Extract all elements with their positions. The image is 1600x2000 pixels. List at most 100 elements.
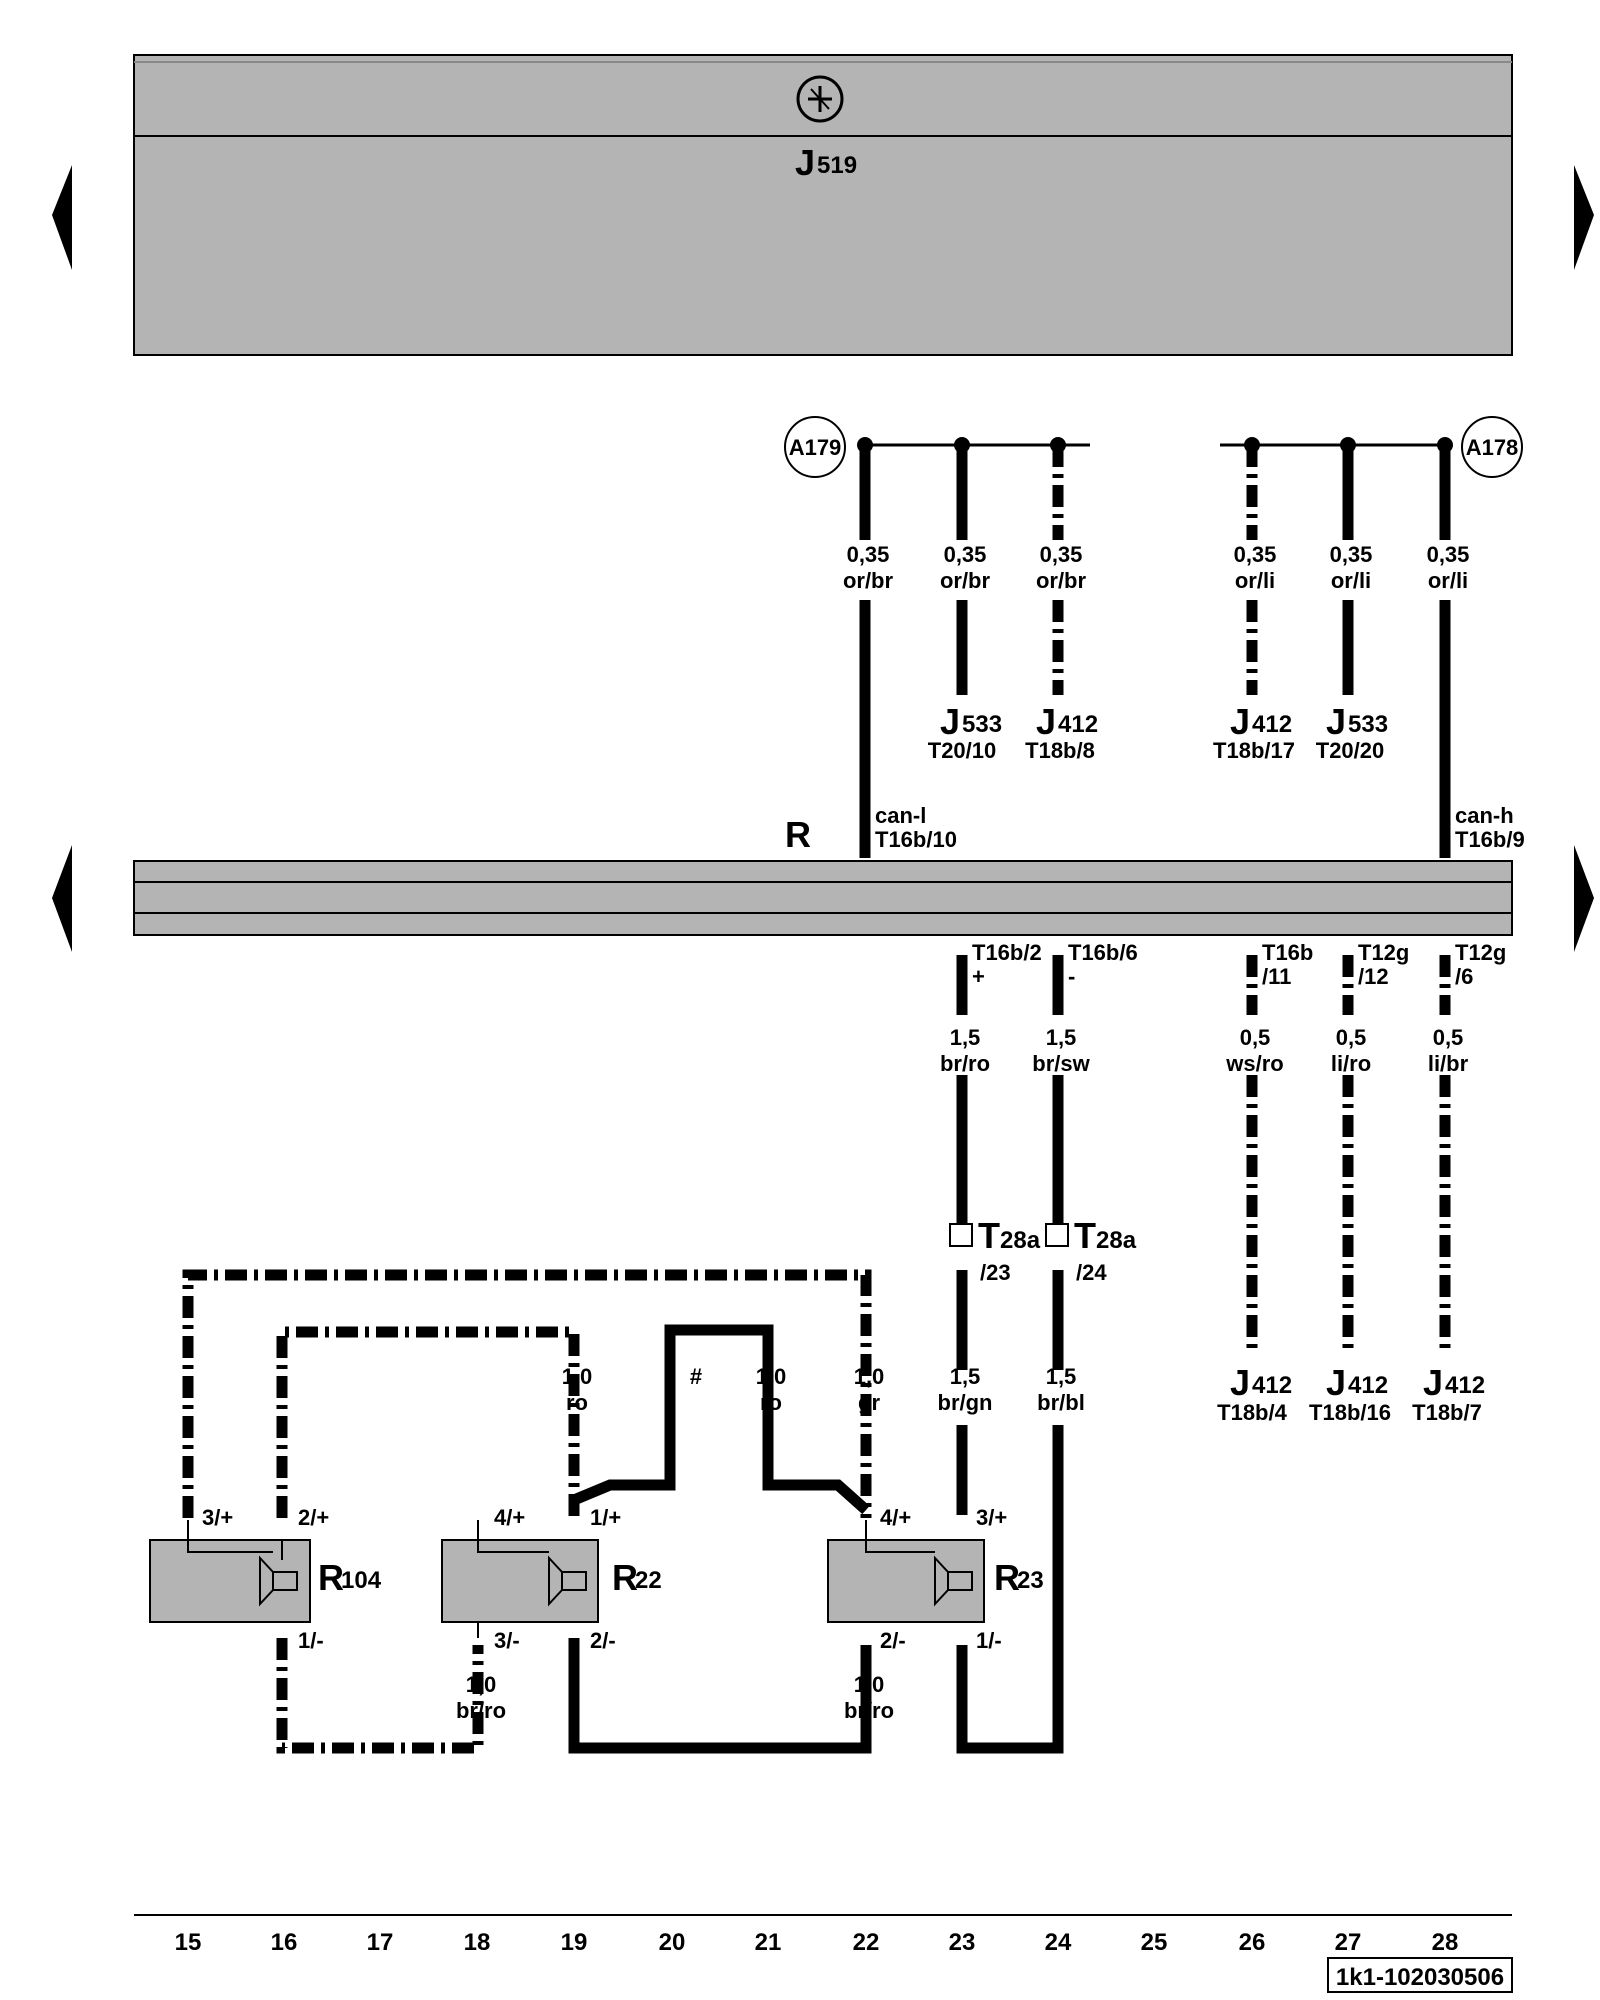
next-page-arrow-bus[interactable] [1574, 845, 1594, 952]
svg-text:0,5: 0,5 [1433, 1025, 1464, 1050]
svg-text:2/-: 2/- [590, 1628, 616, 1653]
wire-label-gauge: 0,35 [1234, 542, 1277, 567]
svg-text:1,0: 1,0 [854, 1364, 885, 1389]
svg-text:3/+: 3/+ [202, 1505, 233, 1530]
wire-label-color: or/li [1331, 568, 1371, 593]
svg-text:24: 24 [1045, 1929, 1072, 1956]
svg-text:br/ro: br/ro [844, 1698, 894, 1723]
dest-sub: 412 [1058, 711, 1098, 738]
svg-text:22: 22 [853, 1929, 880, 1956]
svg-text:412: 412 [1252, 1372, 1292, 1399]
connector-a178[interactable]: A178 [1461, 416, 1523, 478]
speaker-icon [934, 1555, 973, 1607]
svg-text:/12: /12 [1358, 964, 1389, 989]
svg-text:li/br: li/br [1428, 1051, 1469, 1076]
dest-sub: 533 [1348, 711, 1388, 738]
control-unit-sub: 519 [817, 152, 857, 179]
svg-text:J: J [1423, 1362, 1443, 1403]
svg-text:/6: /6 [1455, 964, 1473, 989]
svg-text:br/ro: br/ro [456, 1698, 506, 1723]
svg-text:3/+: 3/+ [976, 1505, 1007, 1530]
connector-a179[interactable]: A179 [784, 416, 846, 478]
svg-text:br/sw: br/sw [1032, 1051, 1090, 1076]
dest-sub: 533 [962, 711, 1002, 738]
wire-label-gauge: 0,35 [1427, 542, 1470, 567]
svg-text:1,0: 1,0 [854, 1672, 885, 1697]
can-labels: can-l T16b/10 can-h T16b/9 [875, 803, 1525, 852]
svg-text:+: + [972, 964, 985, 989]
upper-wires[interactable] [859, 445, 1451, 858]
reference-code: 1k1-102030506 [1336, 1964, 1504, 1991]
bus-r[interactable]: R [133, 814, 1513, 936]
connector-a179-label: A179 [789, 435, 842, 460]
speaker-r23[interactable]: R 23 4/+ 3/+ 2/- 1/- [827, 1505, 1044, 1653]
hash-mark: # [690, 1364, 702, 1389]
speaker-icon [548, 1555, 587, 1607]
svg-text:25: 25 [1141, 1929, 1168, 1956]
svg-text:18: 18 [464, 1929, 491, 1956]
svg-text:412: 412 [1348, 1372, 1388, 1399]
control-unit-j519[interactable]: J 519 [133, 54, 1513, 356]
svg-text:27: 27 [1335, 1929, 1362, 1956]
wire-label-gauge: 0,35 [1330, 542, 1373, 567]
svg-text:T12g: T12g [1455, 940, 1506, 965]
svg-text:412: 412 [1445, 1372, 1485, 1399]
svg-text:1,0: 1,0 [756, 1364, 787, 1389]
speaker-r104[interactable]: R 104 3/+ 2/+ 1/- [149, 1505, 382, 1653]
svg-text:J: J [1230, 1362, 1250, 1403]
lower-destinations: J 412 T18b/4 J 412 T18b/16 J 412 T18b/7 [1217, 1362, 1485, 1425]
svg-text:T16b/2: T16b/2 [972, 940, 1042, 965]
svg-text:15: 15 [175, 1929, 202, 1956]
svg-text:1,5: 1,5 [950, 1364, 981, 1389]
plug-name: T [1074, 1215, 1096, 1256]
dest-sub: 412 [1252, 711, 1292, 738]
bus-wire-labels: 1,5 br/ro 1,5 br/sw 0,5 ws/ro 0,5 li/ro … [940, 1025, 1469, 1076]
svg-text:ro: ro [566, 1390, 588, 1415]
svg-text:J: J [1326, 1362, 1346, 1403]
speaker-name: R [612, 1557, 638, 1598]
can-h-pin: T16b/9 [1455, 827, 1525, 852]
bus-pin-labels: T16b/2 + T16b/6 - T16b /11 T12g /12 T12g… [972, 940, 1506, 989]
svg-text:16: 16 [271, 1929, 298, 1956]
can-l-label: can-l [875, 803, 926, 828]
speaker-sub: 23 [1017, 1567, 1044, 1594]
plug-sub: 28a [1000, 1227, 1041, 1254]
svg-text:gr: gr [858, 1390, 880, 1415]
plug-pin: /24 [1076, 1260, 1107, 1285]
prev-page-arrow-top[interactable] [52, 165, 72, 270]
svg-text:1/+: 1/+ [590, 1505, 621, 1530]
wire-label-gauge: 0,35 [1040, 542, 1083, 567]
wire-label-color: or/li [1428, 568, 1468, 593]
can-h-label: can-h [1455, 803, 1514, 828]
speaker-wires[interactable] [182, 1269, 872, 1754]
svg-text:T18b/7: T18b/7 [1412, 1400, 1482, 1425]
svg-text:1,5: 1,5 [1046, 1364, 1077, 1389]
next-page-arrow-top[interactable] [1574, 165, 1594, 270]
lower-bus-wires[interactable] [956, 955, 1451, 1754]
svg-text:br/bl: br/bl [1037, 1390, 1085, 1415]
plug-sub: 28a [1096, 1227, 1137, 1254]
prev-page-arrow-bus[interactable] [52, 845, 72, 952]
bus-name: R [785, 814, 811, 855]
svg-text:1/-: 1/- [976, 1628, 1002, 1653]
speaker-sub: 104 [341, 1567, 382, 1594]
speaker-r22[interactable]: R 22 4/+ 1/+ 3/- 2/- [441, 1505, 662, 1653]
connector-a178-label: A178 [1466, 435, 1519, 460]
plug-pin: /23 [980, 1260, 1011, 1285]
speaker-icon [259, 1555, 298, 1607]
speaker-wire-labels: 1,0 ro 1,0 ro 1,0 gr 1,5 br/gn 1,5 br/bl… [456, 1364, 1085, 1723]
svg-text:2/-: 2/- [880, 1628, 906, 1653]
svg-text:br/ro: br/ro [940, 1051, 990, 1076]
control-unit-symbol-icon [796, 75, 844, 123]
dest-pin: T20/10 [928, 738, 997, 763]
control-unit-name: J [795, 142, 815, 183]
upper-destinations: J 533 T20/10 J 412 T18b/8 J 412 T18b/17 … [928, 701, 1388, 763]
plug-t28a[interactable]: T 28a /23 T 28a /24 [949, 1215, 1137, 1285]
wire-label-gauge: 0,35 [847, 542, 890, 567]
speaker-sub: 22 [635, 1567, 662, 1594]
svg-text:T12g: T12g [1358, 940, 1409, 965]
svg-text:26: 26 [1239, 1929, 1266, 1956]
wire-label-color: or/br [940, 568, 991, 593]
dest-name: J [940, 701, 960, 742]
